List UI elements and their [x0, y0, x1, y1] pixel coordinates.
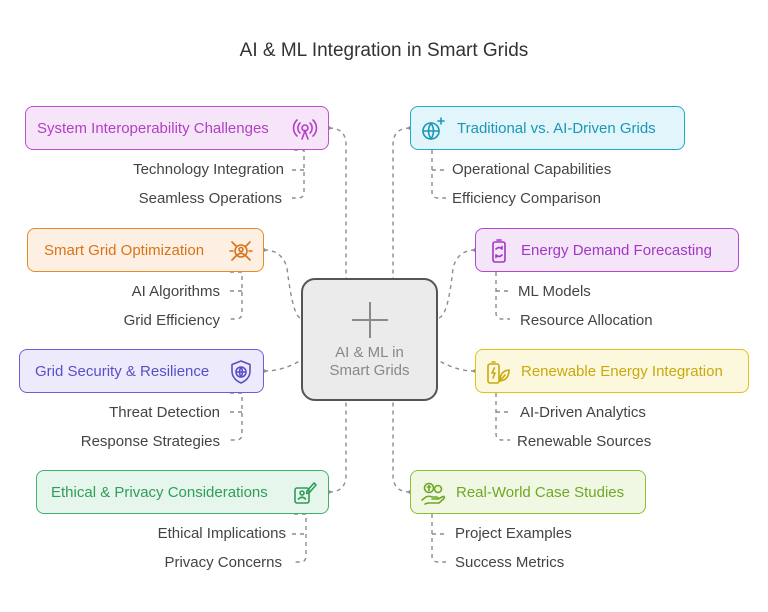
topic-traditional-vs-ai-grids: Traditional vs. AI-Driven Grids: [410, 106, 685, 150]
subtopic-item: Efficiency Comparison: [452, 190, 601, 207]
subtopic-item: Success Metrics: [455, 554, 565, 571]
topic-smart-grid-optimization: Smart Grid Optimization: [27, 228, 264, 272]
subtopic-item: Ethical Implications: [157, 525, 286, 542]
battery-cycle-icon: [492, 239, 506, 263]
topic-label: Energy Demand Forecasting: [521, 242, 712, 259]
subtopic-item: Operational Capabilities: [452, 161, 612, 178]
topic-energy-demand-forecasting: Energy Demand Forecasting: [475, 228, 739, 272]
id-card-pen-icon: [294, 482, 317, 504]
subtopic-item: Seamless Operations: [138, 190, 282, 207]
target-gear-icon: [229, 241, 253, 261]
subtopic-item: Grid Efficiency: [123, 312, 220, 329]
topic-label: Ethical & Privacy Considerations: [51, 484, 268, 501]
diagram-title: AI & ML Integration in Smart Grids: [239, 40, 529, 61]
topic-label: Smart Grid Optimization: [44, 242, 205, 259]
central-topic-node: AI & ML in Smart Grids: [301, 278, 438, 401]
topic-system-interoperability: System Interoperability Challenges: [25, 106, 329, 150]
shield-globe-icon: [231, 360, 251, 384]
subtopic-item: Technology Integration: [133, 161, 284, 178]
signal-broadcast-icon: [292, 119, 318, 140]
subtopic-item: AI-Driven Analytics: [520, 404, 646, 421]
globe-sparkle-icon: [422, 117, 445, 140]
topic-label: Real-World Case Studies: [456, 484, 625, 501]
subtopic-item: Resource Allocation: [520, 312, 653, 329]
central-topic-label: AI & ML in Smart Grids: [329, 344, 410, 379]
topic-label: Grid Security & Resilience: [35, 363, 210, 380]
battery-leaf-icon: [487, 361, 510, 384]
topic-grid-security-resilience: Grid Security & Resilience: [19, 349, 264, 393]
topic-real-world-case-studies: Real-World Case Studies: [410, 470, 646, 514]
topic-label: Traditional vs. AI-Driven Grids: [457, 120, 656, 137]
topic-ethical-privacy: Ethical & Privacy Considerations: [36, 470, 329, 514]
topic-renewable-energy-integration: Renewable Energy Integration: [475, 349, 749, 393]
subtopic-item: ML Models: [518, 283, 591, 300]
subtopic-item: Privacy Concerns: [164, 554, 282, 571]
subtopic-item: Threat Detection: [109, 404, 220, 421]
money-hand-icon: [421, 482, 446, 505]
subtopic-item: Response Strategies: [80, 433, 220, 450]
topic-label: System Interoperability Challenges: [37, 120, 269, 137]
subtopic-item: Project Examples: [455, 525, 572, 542]
topic-label: Renewable Energy Integration: [521, 363, 723, 380]
subtopic-item: Renewable Sources: [517, 433, 652, 450]
subtopic-item: AI Algorithms: [131, 283, 220, 300]
plus-icon: [352, 302, 388, 338]
